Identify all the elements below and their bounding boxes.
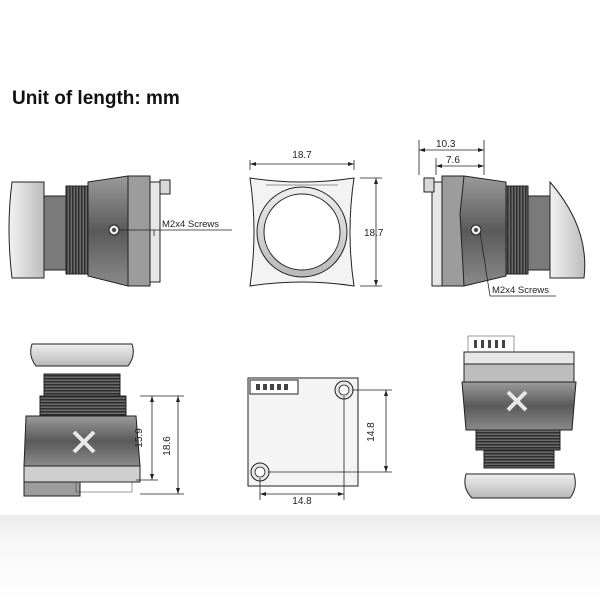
bottom-view-left (23, 343, 141, 497)
rear-width-dimension: 14.8 (259, 396, 345, 507)
bottom-height-outer-value: 18.6 (162, 436, 173, 456)
side-offset-dimensions: 10.3 7.6 (418, 139, 485, 175)
front-width-value: 18.7 (292, 150, 312, 161)
front-height-value: 18.7 (364, 228, 384, 239)
bottom-height-dimensions: 15.9 18.6 (134, 395, 184, 495)
side-offset-outer-value: 10.3 (436, 139, 456, 150)
unit-title: Unit of length: mm (12, 88, 180, 109)
front-width-dimension: 18.7 (249, 150, 355, 170)
side-offset-inner-value: 7.6 (446, 155, 460, 166)
bottom-height-inner-value: 15.9 (134, 428, 145, 448)
rear-width-value: 14.8 (292, 496, 312, 507)
rear-height-value: 14.8 (366, 422, 377, 442)
side-view-left (8, 175, 171, 287)
bottom-shadow-band (0, 515, 600, 600)
rear-height-dimension: 14.8 (268, 389, 392, 473)
side-view-right (423, 175, 586, 287)
brand-x-mark-top (506, 390, 528, 412)
top-connector-pins (474, 340, 505, 348)
front-height-dimension: 18.7 (360, 177, 384, 287)
connector-pins (256, 384, 288, 390)
screws-label-left: M2x4 Screws (162, 219, 219, 230)
screws-callout-right: M2x4 Screws (479, 231, 556, 297)
front-view (249, 177, 355, 287)
screws-callout-left: M2x4 Screws (119, 219, 232, 236)
brand-x-mark-left (72, 430, 96, 454)
screws-label-right: M2x4 Screws (492, 285, 549, 296)
rear-view (247, 377, 359, 487)
top-view (461, 335, 577, 499)
